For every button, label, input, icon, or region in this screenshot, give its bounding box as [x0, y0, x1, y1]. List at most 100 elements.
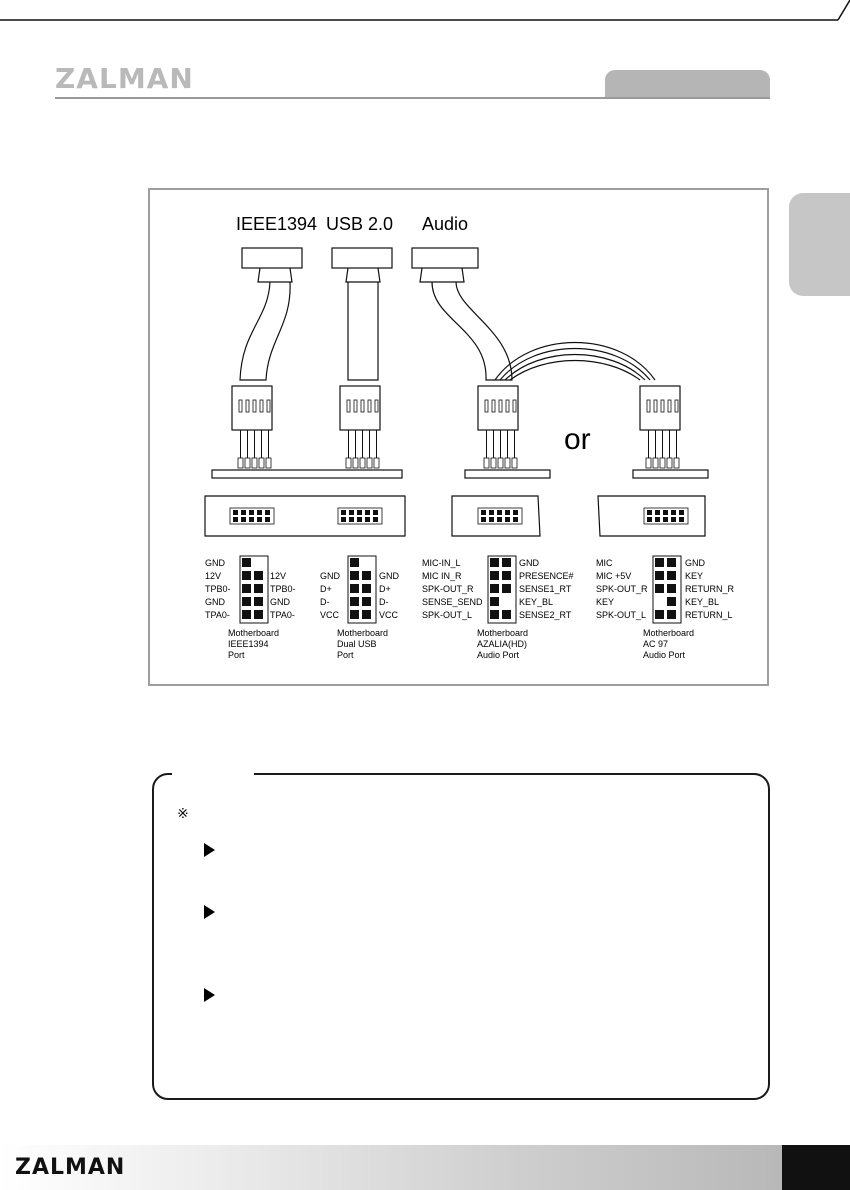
- board-header-pin: [513, 517, 518, 522]
- pin-label: GND: [205, 558, 226, 568]
- pin-square: [655, 584, 664, 593]
- caption-line: Audio Port: [643, 650, 686, 660]
- board-header-pin: [647, 517, 652, 522]
- board-header-pin: [679, 510, 684, 515]
- pin-label: PRESENCE#: [519, 571, 574, 581]
- board-header-pin: [341, 517, 346, 522]
- pin-label: GND: [320, 571, 341, 581]
- connector-pin-slot: [484, 399, 489, 413]
- board-header-pin: [241, 510, 246, 515]
- connector-pin-slot: [674, 399, 679, 413]
- pin-label: TPA0-: [270, 610, 295, 620]
- usb-header-plug: [339, 385, 381, 431]
- board-header-pin: [241, 517, 246, 522]
- pin-label: VCC: [379, 610, 399, 620]
- azalia-pin-labels: MIC-IN_L MIC IN_R SPK-OUT_R SENSE_SEND S…: [422, 558, 574, 620]
- pin-block-outline: [652, 555, 682, 624]
- connector-pin-tip: [483, 457, 490, 469]
- pin-label: SENSE2_RT: [519, 610, 572, 620]
- connector-pin-tip: [645, 457, 652, 469]
- connector-pin-tip: [251, 457, 258, 469]
- pin-label: D-: [320, 597, 330, 607]
- note-symbol: ※: [177, 805, 189, 821]
- pin-square: [362, 571, 371, 580]
- board-header-pin: [647, 510, 652, 515]
- pin-square: [254, 571, 263, 580]
- pin-square: [490, 584, 499, 593]
- caption-line: Motherboard: [643, 628, 694, 638]
- caption-line: AZALIA(HD): [477, 639, 527, 649]
- pin-square: [490, 610, 499, 619]
- pin-square: [502, 571, 511, 580]
- board-header-pin: [357, 517, 362, 522]
- connector-pin-slot: [374, 399, 379, 413]
- caption-line: Motherboard: [477, 628, 528, 638]
- connector-pin-tip: [666, 457, 673, 469]
- pin-square: [350, 571, 359, 580]
- pin-square: [254, 584, 263, 593]
- motherboard-headers: [229, 507, 689, 525]
- ieee-pin-labels: GND 12V TPB0- GND TPA0- 12V TPB0- GND TP…: [205, 558, 296, 620]
- pin-square: [242, 558, 251, 567]
- caption-line: Dual USB: [337, 639, 377, 649]
- connector-pin-tip: [504, 457, 511, 469]
- pin-label: SPK-OUT_L: [596, 610, 646, 620]
- caption-line: Port: [337, 650, 354, 660]
- pin-square: [490, 558, 499, 567]
- header-rule: [55, 97, 770, 99]
- caption-line: Motherboard: [337, 628, 388, 638]
- board-header-pin: [679, 517, 684, 522]
- connector-pin-slot: [367, 399, 372, 413]
- pin-label: KEY_BL: [685, 597, 719, 607]
- pin-square: [667, 610, 676, 619]
- pin-label: VCC: [320, 610, 340, 620]
- board-header-outline: [229, 507, 275, 525]
- pin-label: D+: [379, 584, 391, 594]
- board-header-pin: [233, 510, 238, 515]
- pin-label: GND: [519, 558, 540, 568]
- usb-cable: [347, 282, 379, 381]
- board-header-pin: [671, 517, 676, 522]
- audio-plug-neck: [419, 267, 465, 283]
- pin-square: [242, 571, 251, 580]
- pin-label: RETURN_L: [685, 610, 733, 620]
- audio-label: Audio: [422, 214, 468, 234]
- board-header-pin: [655, 517, 660, 522]
- azalia-header-plug: [477, 385, 519, 431]
- pin-label: D+: [320, 584, 332, 594]
- board-header-pin: [357, 510, 362, 515]
- pin-label: TPB0-: [270, 584, 296, 594]
- usb-plug: [331, 247, 393, 269]
- pin-label: TPA0-: [205, 610, 230, 620]
- board-header-pin: [249, 517, 254, 522]
- top-rule: [0, 0, 850, 24]
- connector-pin-slot: [512, 399, 517, 413]
- pin-block-outline: [347, 555, 377, 624]
- connector-pin-tip: [511, 457, 518, 469]
- audio-plug: [411, 247, 479, 269]
- ieee1394-plug-neck: [257, 267, 293, 283]
- board-header-pin: [349, 517, 354, 522]
- pin-square: [350, 558, 359, 567]
- connector-pin-tip: [366, 457, 373, 469]
- bullet-arrow-icon: [204, 905, 215, 919]
- connector-pin-tip: [490, 457, 497, 469]
- ac97-cable-4: [509, 360, 641, 381]
- board-header-pin: [265, 517, 270, 522]
- pin-label: GND: [205, 597, 226, 607]
- mb-board-azalia: [451, 495, 541, 537]
- connector-pin-slot: [346, 399, 351, 413]
- ac97-header-plug: [639, 385, 681, 431]
- connector-pin-slot: [505, 399, 510, 413]
- ieee1394-cable: [239, 281, 291, 381]
- board-header-outline: [477, 507, 523, 525]
- board-header-pin: [671, 510, 676, 515]
- pin-square: [490, 597, 499, 606]
- pin-label: GND: [685, 558, 706, 568]
- pin-label: MIC +5V: [596, 571, 631, 581]
- connector-pins: [237, 399, 680, 469]
- pin-label: SPK-OUT_L: [422, 610, 472, 620]
- pin-square: [242, 610, 251, 619]
- usb-label: USB 2.0: [326, 214, 393, 234]
- mb-strip-azalia: [464, 469, 551, 479]
